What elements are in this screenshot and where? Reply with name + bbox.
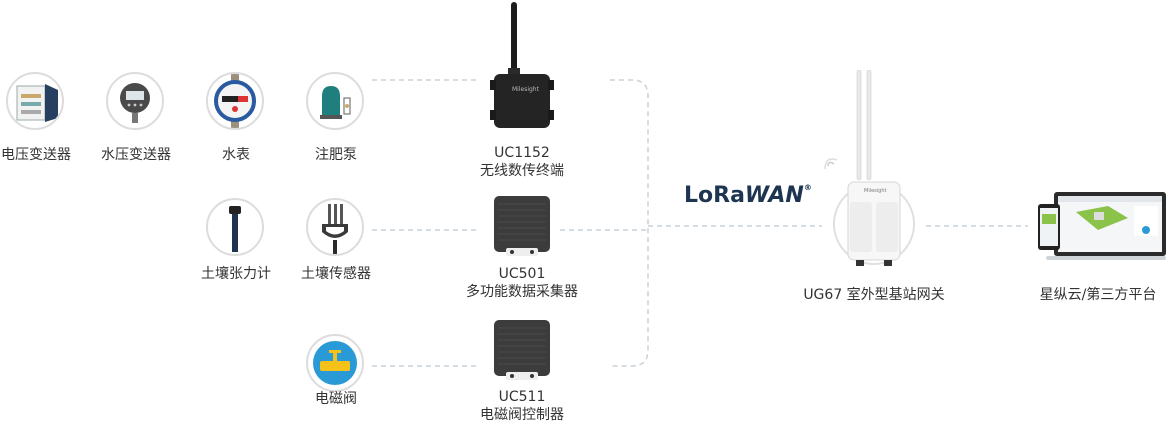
platform-label: 星纵云/第三方平台: [1039, 287, 1157, 303]
pressure-gauge-icon: [106, 72, 164, 130]
uc501-label: UC501 多功能数据采集器: [466, 265, 578, 301]
soil-sensor-icon: [306, 198, 364, 256]
solenoid-valve-icon: [306, 334, 364, 392]
uc1152-device: Milesight: [486, 0, 558, 130]
sensor-label-solenoid-valve: 电磁阀: [315, 391, 357, 407]
lorawan-lora-text: LoRa: [684, 183, 745, 208]
lorawan-reg-mark: ®: [803, 183, 812, 192]
uc1152-label: UC1152 无线数传终端: [480, 144, 564, 180]
uc501-device: [492, 196, 552, 258]
fertilizer-pump-icon: [306, 72, 364, 130]
sensor-label-fertilizer-pump: 注肥泵: [315, 147, 357, 163]
uc1152-brand: Milesight: [512, 86, 539, 93]
uc501-model: UC501: [498, 266, 546, 282]
platform-devices: [1036, 190, 1168, 264]
ug67-label: UG67 室外型基站网关: [803, 287, 945, 303]
ug67-gateway: Milesight: [822, 70, 926, 274]
sensor-label-voltage: 电压变送器: [1, 147, 71, 163]
sensor-label-pressure: 水压变送器: [101, 147, 171, 163]
uc1152-name: 无线数传终端: [480, 163, 564, 179]
lorawan-logo: LoRaWAN®: [684, 183, 812, 208]
tensiometer-icon: [206, 198, 264, 256]
lorawan-wan-text: WAN: [744, 183, 804, 208]
uc511-name: 电磁阀控制器: [480, 407, 564, 423]
uc511-device: [492, 320, 552, 384]
uc1152-model: UC1152: [494, 145, 550, 161]
uc501-name: 多功能数据采集器: [466, 284, 578, 300]
ug67-brand: Milesight: [864, 188, 887, 194]
uc511-model: UC511: [498, 389, 546, 405]
sensor-label-tensiometer: 土壤张力计: [201, 266, 271, 282]
water-meter-icon: [206, 72, 264, 130]
sensor-label-soil-sensor: 土壤传感器: [301, 266, 371, 282]
sensor-label-water-meter: 水表: [222, 147, 250, 163]
voltage-cabinet-icon: [6, 72, 64, 130]
uc511-label: UC511 电磁阀控制器: [480, 388, 564, 424]
